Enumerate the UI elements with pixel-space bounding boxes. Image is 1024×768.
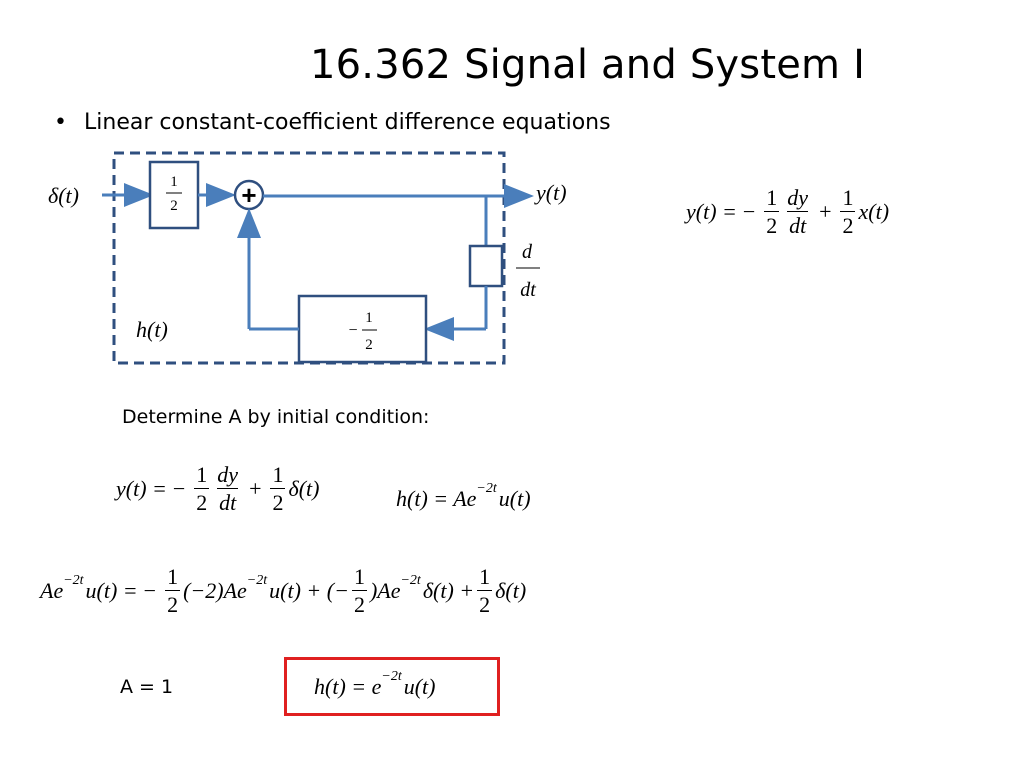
feedback-gain-num: 1 bbox=[365, 310, 373, 326]
eq4-exp1: −2t bbox=[63, 572, 84, 588]
feedback-gain-sign: − bbox=[348, 322, 357, 339]
answer-box bbox=[284, 657, 500, 716]
eq1-frac-half: 1 2 bbox=[764, 185, 780, 239]
eq1-lhs: y(t) = bbox=[686, 198, 737, 224]
output-label: y(t) bbox=[534, 180, 567, 205]
eq1-frac-dydt: dy dt bbox=[785, 186, 810, 237]
frac-den: dt bbox=[787, 211, 809, 239]
derivative-den: dt bbox=[520, 279, 536, 301]
system-boundary bbox=[112, 151, 506, 365]
eq4-p5: )Ae bbox=[369, 577, 401, 603]
eq4-p6: δ(t) + bbox=[422, 577, 475, 603]
bullet-item: • Linear constant-coefficient difference … bbox=[54, 110, 611, 135]
bullet-symbol: • bbox=[54, 110, 67, 135]
derivative-num: d bbox=[522, 241, 533, 263]
determine-text: Determine A by initial condition: bbox=[122, 406, 430, 428]
frac-num: dy bbox=[217, 462, 239, 487]
frac-num: 1 bbox=[196, 462, 208, 487]
eq4-frac1: 1 2 bbox=[165, 564, 181, 618]
equation-impulse-input: y(t) = − 1 2 dy dt + 1 2 δ(t) bbox=[116, 463, 319, 514]
eq4-frac3: 1 2 bbox=[477, 564, 493, 618]
eq4-frac2: 1 2 bbox=[351, 564, 367, 618]
eq3-tail: u(t) bbox=[498, 486, 531, 511]
a-value-text: A = 1 bbox=[120, 676, 174, 698]
frac-num: 1 bbox=[272, 462, 284, 487]
eq2-frac-half-2: 1 2 bbox=[270, 462, 286, 516]
equation-differential: y(t) = − 1 2 dy dt + 1 2 x(t) bbox=[686, 186, 889, 237]
eq2-minus: − bbox=[172, 475, 186, 501]
gain-num: 1 bbox=[170, 174, 178, 190]
gain-den: 2 bbox=[170, 198, 178, 214]
frac-num: 1 bbox=[766, 185, 778, 210]
eq4-p2: u(t) = bbox=[85, 577, 138, 603]
derivative-block bbox=[468, 244, 504, 288]
frac-den: dt bbox=[217, 488, 239, 516]
frac-den: 2 bbox=[840, 211, 856, 239]
eq1-plus: + bbox=[819, 198, 832, 224]
eq4-p7: δ(t) bbox=[495, 577, 527, 603]
frac-den: 2 bbox=[477, 590, 493, 618]
eq4-p3: (−2)Ae bbox=[183, 577, 247, 603]
eq4-minus: − bbox=[143, 577, 157, 603]
slide-title: 16.362 Signal and System I bbox=[310, 42, 866, 88]
eq4-p4: u(t) + (− bbox=[269, 577, 349, 603]
eq5-lhs: h(t) = e bbox=[314, 674, 382, 699]
input-label: δ(t) bbox=[48, 183, 79, 208]
frac-den: 2 bbox=[351, 590, 367, 618]
frac-num: 1 bbox=[479, 564, 491, 589]
eq2-plus: + bbox=[249, 475, 262, 501]
eq4-exp3: −2t bbox=[400, 572, 421, 588]
frac-den: 2 bbox=[165, 590, 181, 618]
eq4-p1: Ae bbox=[40, 577, 64, 603]
eq5-exp: −2t bbox=[381, 669, 402, 684]
eq1-minus: − bbox=[742, 198, 756, 224]
eq4-exp2: −2t bbox=[246, 572, 268, 588]
frac-den: 2 bbox=[194, 488, 210, 516]
gain-block bbox=[148, 160, 200, 230]
frac-num: 1 bbox=[353, 564, 365, 589]
eq1-frac-half-2: 1 2 bbox=[840, 185, 856, 239]
adder-plus: + bbox=[241, 180, 256, 210]
bullet-text: Linear constant-coefficient difference e… bbox=[84, 110, 611, 135]
frac-num: 1 bbox=[842, 185, 854, 210]
feedback-gain-block bbox=[297, 294, 428, 364]
eq2-frac-half: 1 2 bbox=[194, 462, 210, 516]
eq1-tail: x(t) bbox=[858, 198, 890, 224]
eq3-lhs: h(t) = Ae bbox=[396, 486, 477, 511]
eq2-frac-dydt: dy dt bbox=[215, 463, 240, 514]
system-label: h(t) bbox=[136, 317, 168, 342]
frac-den: 2 bbox=[764, 211, 780, 239]
frac-num: dy bbox=[787, 185, 809, 210]
eq2-lhs: y(t) = bbox=[116, 475, 167, 501]
eq3-exp: −2t bbox=[476, 481, 497, 496]
frac-den: 2 bbox=[270, 488, 286, 516]
feedback-gain-den: 2 bbox=[365, 337, 373, 353]
frac-num: 1 bbox=[167, 564, 179, 589]
eq2-tail: δ(t) bbox=[288, 475, 320, 501]
eq5-tail: u(t) bbox=[403, 674, 436, 699]
